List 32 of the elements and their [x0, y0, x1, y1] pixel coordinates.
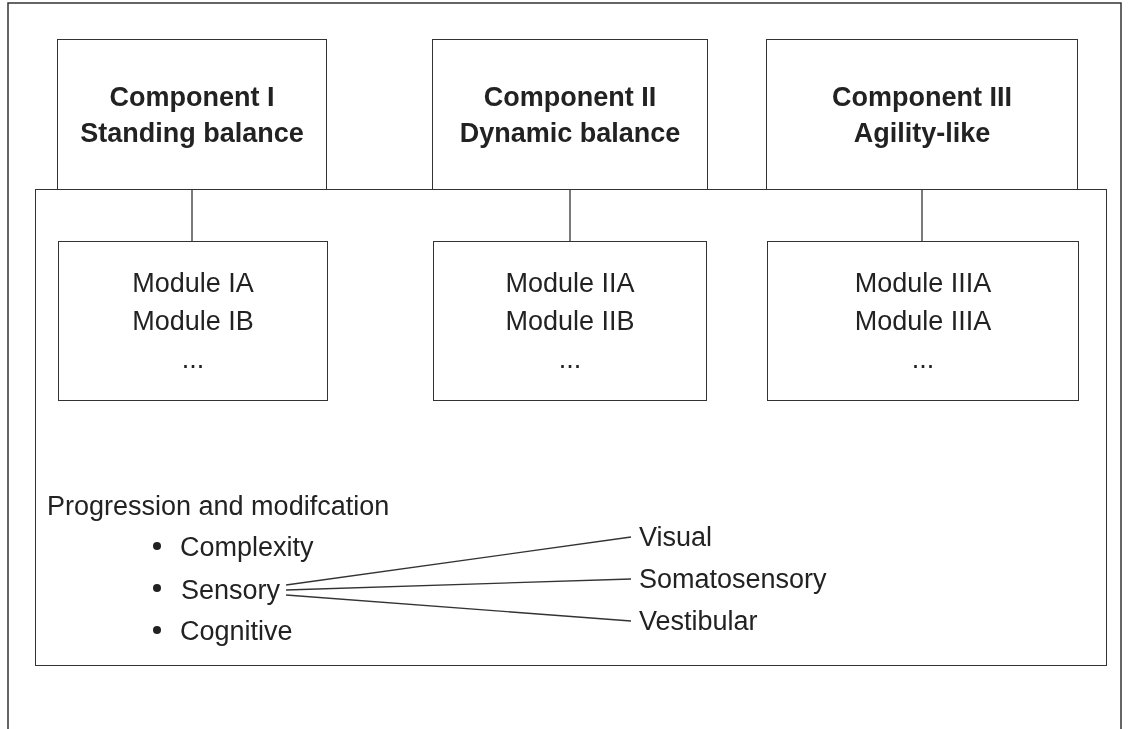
- bullet-text: Cognitive: [180, 615, 293, 647]
- component-box: [57, 39, 327, 190]
- module-box: [433, 241, 707, 401]
- connector-line: [285, 594, 632, 622]
- connector-line: [285, 536, 632, 586]
- sensory-text: Sensory: [181, 574, 281, 606]
- component-title: Component III Agility-like: [831, 80, 1013, 150]
- module-name: ...: [180, 343, 206, 376]
- component-box: [766, 39, 1078, 190]
- connector-line: [569, 189, 571, 242]
- module-name: Module IA: [131, 267, 255, 300]
- connector-line: [285, 578, 632, 591]
- component-title: Component II Dynamic balance: [458, 80, 682, 150]
- module-name: Module IIB: [504, 305, 636, 338]
- module-name: Module IIA: [504, 267, 636, 300]
- category-text: Vestibular: [639, 605, 758, 637]
- module-name: ...: [557, 343, 583, 376]
- connector-line: [921, 189, 923, 242]
- module-name: Module IIIA: [853, 267, 993, 300]
- module-name: Module IIIA: [853, 305, 993, 338]
- program-frame: [35, 189, 1107, 666]
- module-name: ...: [910, 343, 936, 376]
- component-box: [432, 39, 708, 190]
- connector-line: [191, 189, 193, 242]
- heading-text: Progression and modifcation: [47, 490, 390, 522]
- module-box: [767, 241, 1079, 401]
- bullet-text: Complexity: [180, 531, 314, 563]
- component-title: Component I Standing balance: [79, 80, 305, 150]
- category-text: Visual: [639, 521, 713, 553]
- module-box: [58, 241, 328, 401]
- module-name: Module IB: [131, 305, 255, 338]
- category-text: Somatosensory: [639, 563, 827, 595]
